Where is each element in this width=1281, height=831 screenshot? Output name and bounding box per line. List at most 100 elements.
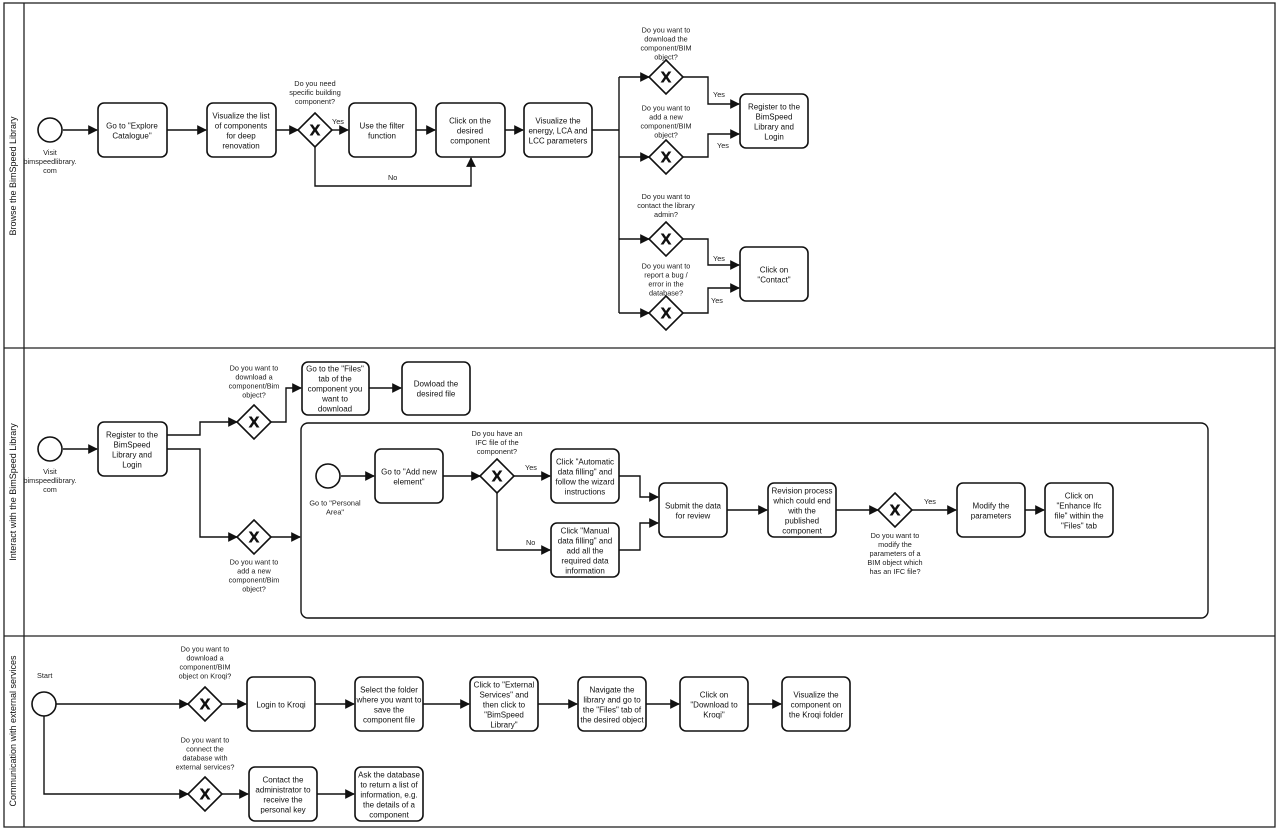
task-label: Click on"Contact"	[757, 266, 790, 285]
start-event-icon	[37, 436, 63, 462]
task-manual-fill	[550, 522, 620, 578]
flow-labels: Yes No Yes Yes Yes Yes Yes No Yes	[332, 90, 936, 547]
flow-label-yes: Yes	[717, 141, 729, 150]
svg-text:X: X	[660, 231, 672, 249]
task-submit	[658, 482, 728, 538]
task-click-component	[435, 102, 506, 158]
exclusive-gateway-icon: X	[235, 403, 273, 441]
lane-label-interact: Interact with the BimSpeed Library	[8, 423, 18, 561]
lanes: Browse the BimSpeed Library Interact wit…	[3, 2, 1276, 828]
svg-text:X: X	[199, 696, 211, 714]
task-select-folder	[354, 676, 424, 732]
start-event-icon	[315, 463, 341, 489]
task-contact-admin	[248, 766, 318, 822]
task-visualize-kroqi	[781, 676, 851, 732]
flow-label-no: No	[526, 538, 535, 547]
task-login-kroqi	[246, 676, 316, 732]
add-element-subprocess	[300, 422, 1209, 619]
exclusive-gateway-icon: X	[186, 685, 224, 723]
exclusive-gateway-icon: X	[296, 111, 334, 149]
flow-label-yes: Yes	[332, 117, 344, 126]
svg-text:X: X	[248, 414, 260, 432]
task-visualize-params	[523, 102, 593, 158]
svg-text:X: X	[660, 149, 672, 167]
task-download-kroqi	[679, 676, 749, 732]
task-modify	[956, 482, 1026, 538]
task-navigate	[577, 676, 647, 732]
svg-text:X: X	[248, 529, 260, 547]
start-events	[31, 117, 341, 717]
task-ask-database	[354, 766, 424, 822]
start-event-label: Start	[37, 671, 52, 680]
task-add-element	[374, 448, 444, 504]
task-contact	[739, 246, 809, 302]
svg-text:X: X	[889, 502, 901, 520]
task-auto-fill	[550, 448, 620, 504]
flow-label-yes: Yes	[525, 463, 537, 472]
task-register	[97, 421, 168, 477]
exclusive-gateway-icon: X	[876, 491, 914, 529]
flow-label-yes: Yes	[713, 90, 725, 99]
start-event-icon	[31, 691, 57, 717]
svg-text:X: X	[309, 122, 321, 140]
svg-text:X: X	[660, 305, 672, 323]
exclusive-gateway-icon: X	[647, 58, 685, 96]
flow-label-no: No	[388, 173, 397, 182]
task-files-tab	[301, 361, 370, 416]
task-enhance	[1044, 482, 1114, 538]
exclusive-gateway-icon: X	[647, 294, 685, 332]
flow-label-yes: Yes	[924, 497, 936, 506]
sequence-flows	[43, 72, 1045, 799]
task-register	[739, 93, 809, 149]
exclusive-gateway-icon: X	[478, 457, 516, 495]
pool-border	[3, 2, 1276, 828]
task-visualize-list	[206, 102, 277, 158]
task-filter	[348, 102, 417, 158]
lane-label-external: Communication with external services	[8, 655, 18, 807]
exclusive-gateway-icon: X	[647, 138, 685, 176]
gateways: X X X X X X X X X X X	[186, 58, 914, 813]
flow-label-yes: Yes	[711, 296, 723, 305]
task-revision	[767, 482, 837, 538]
task-label: Login to Kroqi	[256, 701, 306, 710]
start-event-icon	[37, 117, 63, 143]
flow-label-yes: Yes	[713, 254, 725, 263]
task-download-file	[401, 361, 471, 416]
svg-text:X: X	[491, 468, 503, 486]
